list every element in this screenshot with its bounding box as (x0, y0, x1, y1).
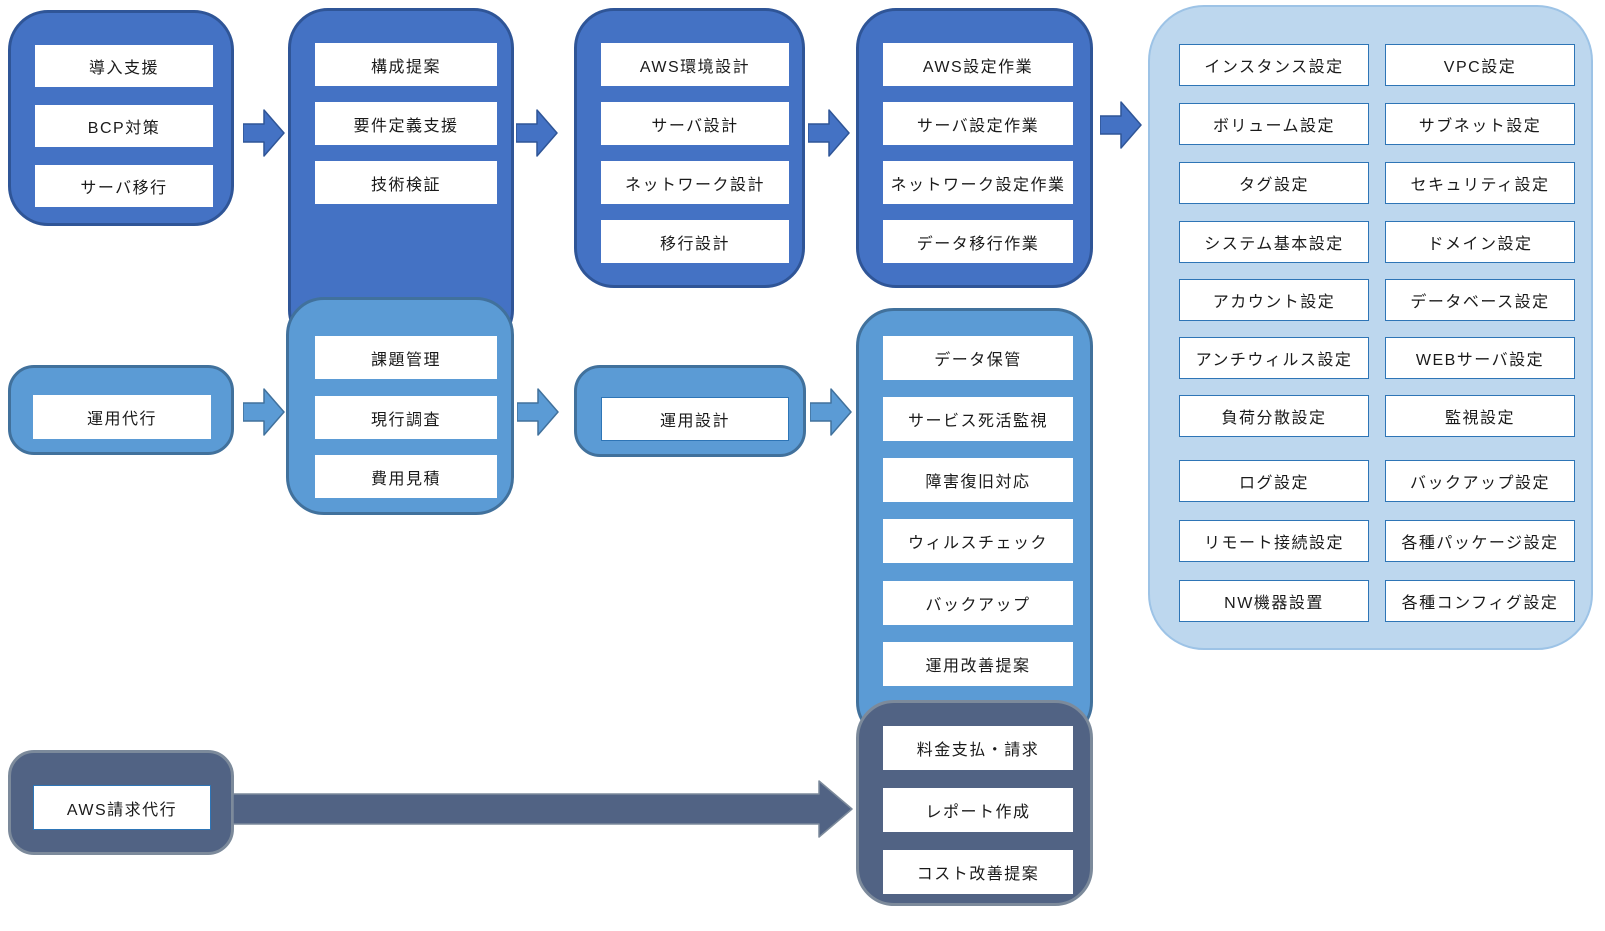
group-billing-services: 料金支払・請求 レポート作成 コスト改善提案 (856, 700, 1093, 906)
node-aws-setup: AWS設定作業 (883, 43, 1073, 86)
node-log-settings: ログ設定 (1179, 460, 1369, 502)
flow-arrow-setup-to-settings (1100, 101, 1142, 149)
node-load-balancing-settings: 負荷分散設定 (1179, 395, 1369, 437)
group-setup-work: AWS設定作業 サーバ設定作業 ネットワーク設定作業 データ移行作業 (856, 8, 1093, 288)
group-proposal: 構成提案 要件定義支援 技術検証 (288, 8, 514, 350)
node-vpc-settings: VPC設定 (1385, 44, 1575, 86)
group-operation-services: データ保管 サービス死活監視 障害復旧対応 ウィルスチェック バックアップ 運用… (856, 308, 1093, 740)
node-aws-env-design: AWS環境設計 (601, 43, 789, 86)
node-cost-improvement: コスト改善提案 (883, 850, 1073, 894)
node-bcp: BCP対策 (35, 105, 213, 147)
node-network-setup: ネットワーク設定作業 (883, 161, 1073, 204)
node-failure-recovery: 障害復旧対応 (883, 458, 1073, 502)
node-backup: バックアップ (883, 581, 1073, 625)
node-config-proposal: 構成提案 (315, 43, 497, 86)
node-report-creation: レポート作成 (883, 788, 1073, 832)
node-operation-design: 運用設計 (601, 397, 789, 441)
node-virus-check: ウィルスチェック (883, 519, 1073, 563)
node-payment-billing: 料金支払・請求 (883, 726, 1073, 770)
node-cost-estimate: 費用見積 (315, 455, 497, 498)
group-aws-billing-agency: AWS請求代行 (8, 750, 234, 855)
node-network-design: ネットワーク設計 (601, 161, 789, 204)
node-migration-design: 移行設計 (601, 220, 789, 263)
node-aws-billing-agency: AWS請求代行 (33, 785, 211, 830)
node-server-design: サーバ設計 (601, 102, 789, 145)
group-consulting: 導入支援 BCP対策 サーバ移行 (8, 10, 234, 226)
node-service-monitoring: サービス死活監視 (883, 397, 1073, 441)
node-nw-device-installation: NW機器設置 (1179, 580, 1369, 622)
group-operation-design: 運用設計 (574, 365, 806, 457)
node-server-migration: サーバ移行 (35, 165, 213, 207)
flow-arrow-operation-design-to-services (810, 388, 852, 436)
node-issue-management: 課題管理 (315, 336, 497, 379)
flow-arrow-assessment-to-operation-design (517, 388, 559, 436)
node-config-settings: 各種コンフィグ設定 (1385, 580, 1575, 622)
node-web-server-settings: WEBサーバ設定 (1385, 337, 1575, 379)
node-operation-improvement: 運用改善提案 (883, 642, 1073, 686)
node-tag-settings: タグ設定 (1179, 162, 1369, 204)
node-antivirus-settings: アンチウィルス設定 (1179, 337, 1369, 379)
group-settings-detail: インスタンス設定 ボリューム設定 タグ設定 システム基本設定 アカウント設定 ア… (1148, 5, 1593, 650)
node-package-settings: 各種パッケージ設定 (1385, 520, 1575, 562)
flow-arrow-design-to-setup (808, 109, 850, 157)
group-design: AWS環境設計 サーバ設計 ネットワーク設計 移行設計 (574, 8, 805, 288)
node-security-settings: セキュリティ設定 (1385, 162, 1575, 204)
node-subnet-settings: サブネット設定 (1385, 103, 1575, 145)
node-current-survey: 現行調査 (315, 396, 497, 439)
node-instance-settings: インスタンス設定 (1179, 44, 1369, 86)
flow-arrow-billing-agency-to-billing-services (233, 780, 853, 838)
node-tech-validation: 技術検証 (315, 161, 497, 204)
node-data-migration-work: データ移行作業 (883, 220, 1073, 263)
node-domain-settings: ドメイン設定 (1385, 221, 1575, 263)
group-assessment: 課題管理 現行調査 費用見積 (286, 297, 514, 515)
node-requirements-support: 要件定義支援 (315, 102, 497, 145)
node-intro-support: 導入支援 (35, 45, 213, 87)
node-monitoring-settings: 監視設定 (1385, 395, 1575, 437)
flow-arrow-consulting-to-proposal (243, 109, 285, 157)
node-volume-settings: ボリューム設定 (1179, 103, 1369, 145)
node-remote-access-settings: リモート接続設定 (1179, 520, 1369, 562)
group-operation-agency: 運用代行 (8, 365, 234, 455)
node-account-settings: アカウント設定 (1179, 279, 1369, 321)
node-operation-agency: 運用代行 (33, 395, 211, 439)
node-backup-settings: バックアップ設定 (1385, 460, 1575, 502)
node-system-basic-settings: システム基本設定 (1179, 221, 1369, 263)
node-database-settings: データベース設定 (1385, 279, 1575, 321)
node-server-setup: サーバ設定作業 (883, 102, 1073, 145)
flow-arrow-agency-to-assessment (243, 388, 285, 436)
node-data-storage: データ保管 (883, 336, 1073, 380)
flow-arrow-proposal-to-design (516, 109, 558, 157)
